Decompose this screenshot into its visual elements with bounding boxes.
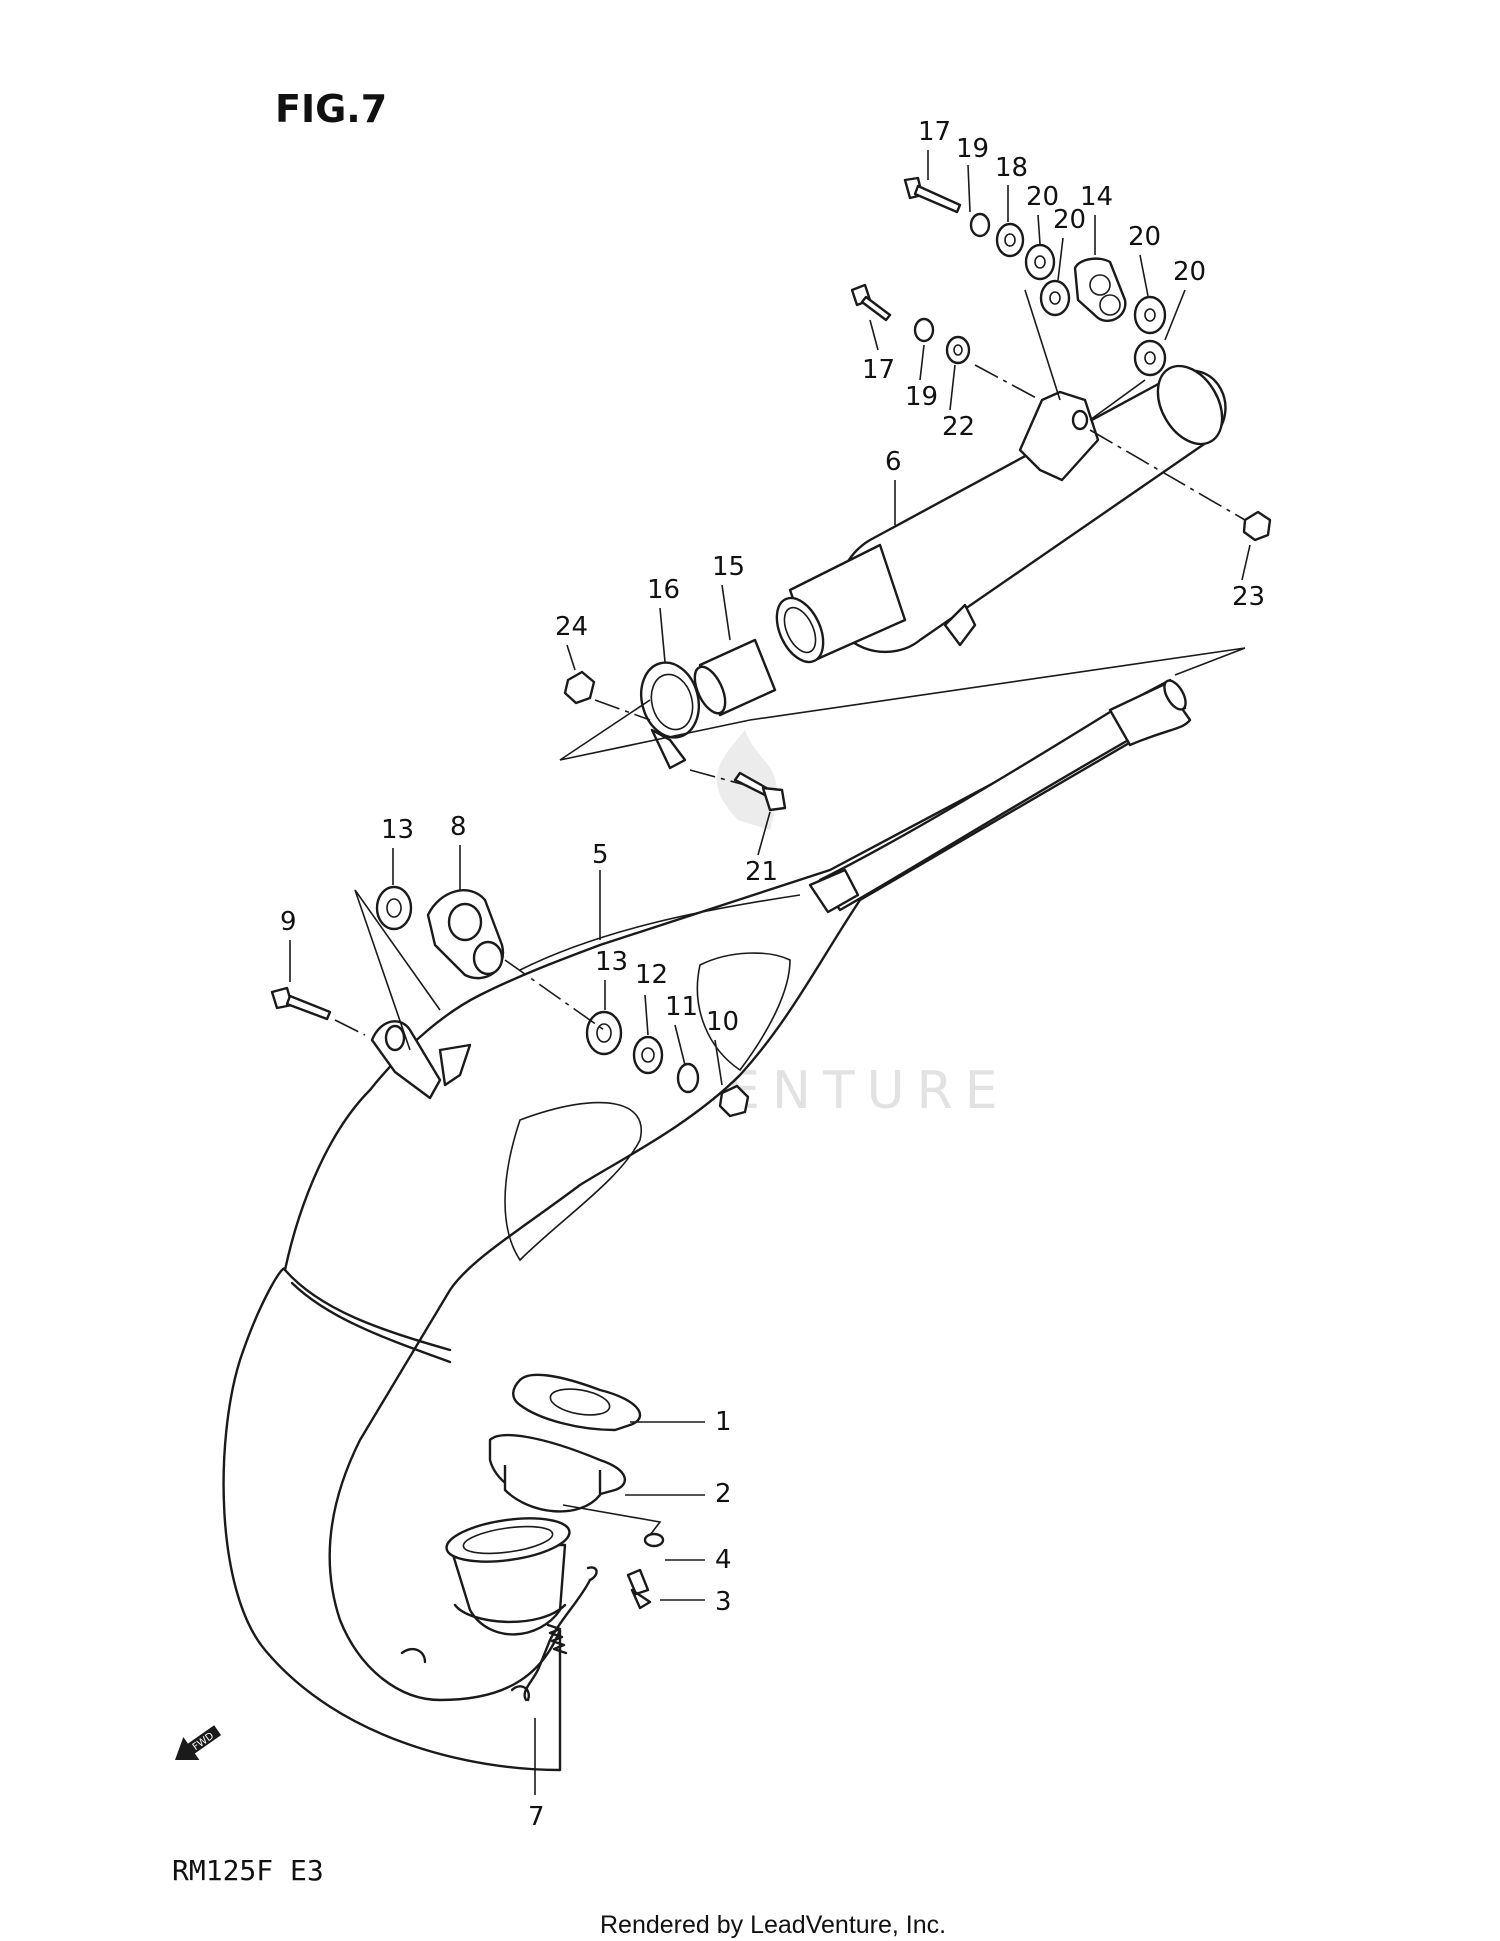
callout-11: 11: [665, 992, 698, 1022]
silencer: [775, 364, 1227, 664]
bolt-9: [270, 986, 332, 1021]
nut-24: [563, 670, 596, 705]
callout-20-b: 20: [1053, 205, 1086, 235]
callout-20-d: 20: [1173, 257, 1206, 287]
exhaust-pipe: [222, 678, 1192, 1772]
leader-lines: [334, 289, 1246, 1536]
washers: [375, 212, 1167, 1118]
callout-9: 9: [280, 907, 297, 937]
callout-10: 10: [706, 1007, 739, 1037]
screw-3: [626, 1568, 652, 1610]
callout-4: 4: [715, 1545, 732, 1575]
flange-2: [488, 1434, 626, 1513]
callout-24: 24: [555, 612, 588, 642]
fwd-arrow-icon: FWD: [175, 1725, 222, 1760]
callout-15: 15: [712, 552, 745, 582]
callout-22: 22: [942, 412, 975, 442]
callout-19-upper: 19: [956, 134, 989, 164]
callout-14: 14: [1080, 182, 1113, 212]
bolt-17-upper: [903, 176, 962, 214]
callout-8: 8: [450, 812, 467, 842]
model-code: RM125F E3: [172, 1854, 324, 1887]
callout-19-lower: 19: [905, 382, 938, 412]
callout-13-upper: 13: [381, 815, 414, 845]
bolt-17-lower: [850, 283, 892, 322]
callout-23: 23: [1232, 582, 1265, 612]
washer-4: [643, 1532, 665, 1548]
damper-14: [1073, 257, 1127, 323]
callout-17-lower: 17: [862, 355, 895, 385]
callout-21: 21: [745, 857, 778, 887]
damper-8: [426, 889, 505, 980]
gasket-1: [512, 1373, 642, 1432]
callouts: 1 2 3 4 5 6 7 8 9 10 11 12 13 13 14 15 1…: [280, 117, 1265, 1832]
callout-20-a: 20: [1026, 182, 1059, 212]
sleeve-part: [693, 638, 777, 717]
callout-20-c: 20: [1128, 222, 1161, 252]
callout-13-lower: 13: [595, 947, 628, 977]
spring-7: [523, 1566, 598, 1702]
figure-title: FIG.7: [275, 87, 387, 131]
callout-3: 3: [715, 1587, 732, 1617]
footer-credit: Rendered by LeadVenture, Inc.: [600, 1911, 946, 1939]
callout-6: 6: [885, 447, 902, 477]
callout-18: 18: [995, 153, 1028, 183]
callout-7: 7: [528, 1802, 545, 1832]
callout-5: 5: [592, 840, 609, 870]
bolt-21: [733, 771, 787, 812]
callout-16: 16: [647, 575, 680, 605]
callout-2: 2: [715, 1479, 732, 1509]
nut-23: [1242, 510, 1272, 542]
callout-12: 12: [635, 960, 668, 990]
callout-17-upper: 17: [918, 117, 951, 147]
callout-1: 1: [715, 1407, 732, 1437]
